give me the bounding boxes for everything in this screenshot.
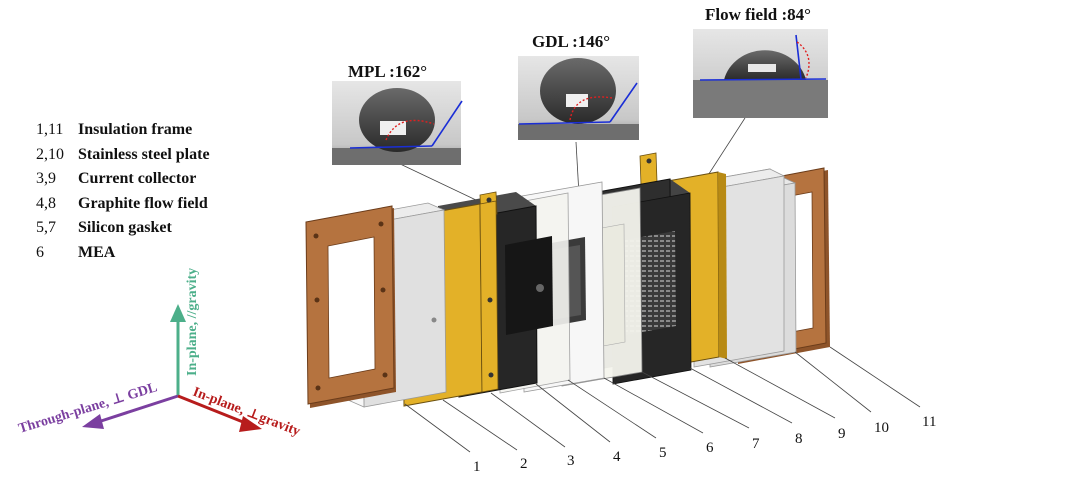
part-number-6: 6 [706, 440, 714, 456]
arrow-up-icon [170, 304, 186, 322]
part-number-10: 10 [874, 420, 889, 436]
flow-field-contact-angle-title: Flow field :84° [705, 5, 811, 24]
part-number-5: 5 [659, 445, 667, 461]
gdl-contact-angle-title: GDL :146° [532, 32, 611, 51]
part-number-1: 1 [473, 459, 481, 475]
arrow-left-icon [82, 414, 104, 429]
part-number-7: 7 [752, 436, 760, 452]
mpl-droplet-micrograph [332, 81, 463, 165]
mpl-contact-angle-title: MPL :162° [348, 62, 428, 81]
axis-label-in-plane-gravity: In-plane, //gravity [185, 268, 200, 376]
gdl-droplet-micrograph [518, 56, 639, 140]
arrow-right-icon [239, 416, 262, 432]
axis-label-in-plane-perp: In-plane, ⊥gravity [191, 385, 303, 440]
coordinate-axes: In-plane, //gravity Through-plane, ⊥ GDL… [17, 268, 302, 440]
part-number-2: 2 [520, 456, 528, 472]
part-number-4: 4 [613, 449, 621, 465]
part-leader-lines [404, 346, 921, 453]
part-number-11: 11 [922, 414, 937, 430]
part-number-9: 9 [838, 426, 846, 442]
flow-field-droplet-micrograph [693, 29, 828, 118]
part-number-8: 8 [795, 431, 803, 447]
part-number-3: 3 [567, 453, 575, 469]
insulation-frame-1 [305, 205, 396, 408]
